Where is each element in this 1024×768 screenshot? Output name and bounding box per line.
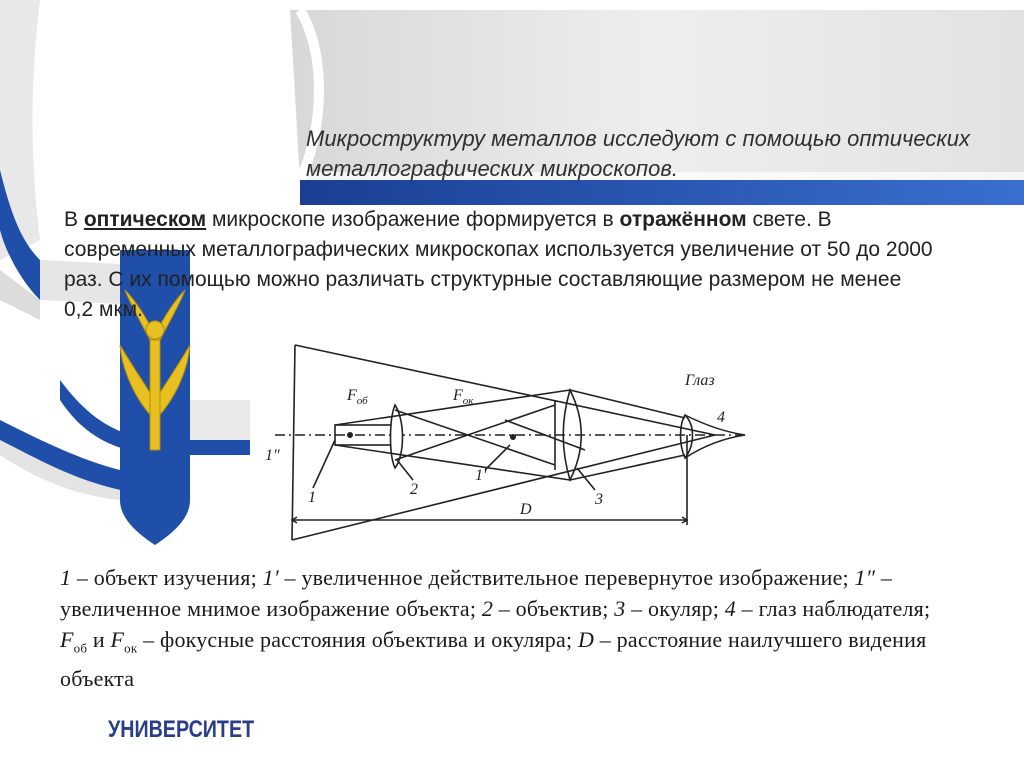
label-2: 2: [410, 481, 418, 498]
objective-lens: [389, 403, 404, 470]
label-4: 4: [717, 409, 725, 426]
label-D: D: [519, 501, 532, 518]
label-eye: Глаз: [684, 372, 715, 389]
label-3: 3: [594, 491, 603, 508]
ray-top-outer: [294, 344, 716, 436]
paragraph-text-2: микроскопе изображение формируется в: [206, 208, 620, 231]
paragraph-bold-reflected: отражённом: [619, 208, 747, 231]
diagram-left-line: [291, 344, 296, 541]
label-1-prime: 1′: [475, 467, 487, 484]
diagram-caption: 1 – объект изучения; 1′ – увеличенное де…: [60, 565, 931, 692]
label-1-double-prime: 1″: [265, 447, 280, 464]
body-paragraph: В оптическом микроскопе изображение форм…: [64, 205, 934, 325]
university-label: УНИВЕРСИТЕТ: [108, 716, 255, 743]
ray-bottom-outer: [291, 434, 716, 541]
slide-title: Микроструктуру металлов исследуют с помо…: [306, 126, 971, 181]
label-f-ob: Fоб: [346, 387, 368, 407]
label-f-ok: Fок: [452, 387, 474, 407]
microscope-optics-diagram: Fоб Fок Глаз 4 1″ 1 2 1′ 3 D: [265, 344, 746, 541]
paragraph-text-3: свете. В современных металлографических …: [64, 208, 933, 321]
paragraph-text-1: В: [64, 208, 84, 231]
label-1: 1: [308, 489, 316, 506]
paragraph-bold-optical: оптическом: [83, 208, 207, 231]
